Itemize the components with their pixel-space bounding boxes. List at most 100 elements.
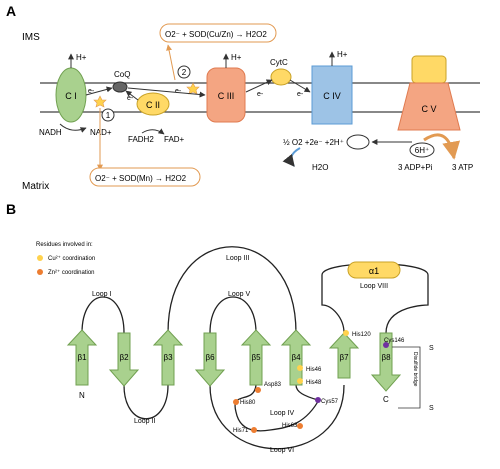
complex-4-hplus: H+ (337, 50, 348, 59)
sod-mn-box (89, 167, 201, 187)
res-his48-dot (297, 378, 303, 384)
six-h-circle (409, 142, 435, 158)
electron-cytc: e- (297, 91, 304, 98)
complex-1-hplus: H+ (76, 53, 87, 62)
res-asp83-dot (255, 387, 261, 393)
res-cys146-dot (383, 342, 389, 348)
strand-b4-label: β4 (291, 353, 301, 362)
complex-1-label: C I (65, 91, 77, 101)
water-arrow (282, 147, 301, 167)
strand-b7 (328, 332, 360, 379)
panel-b: B Residues involved in: Cu²⁺ coordinatio… (6, 201, 434, 454)
matrix-label: Matrix (22, 181, 49, 192)
complex-2-label: C II (146, 100, 160, 110)
nadh-label: NADH (39, 128, 62, 137)
atp-arrow (423, 133, 461, 160)
res-cys57: Cys57 (321, 399, 339, 405)
step-2-label: 2 (182, 68, 187, 77)
beta-strands (66, 329, 402, 392)
oxygen-reaction: ½ O2 +2e⁻ +2H⁺ (283, 138, 344, 147)
res-cys57-dot (315, 397, 321, 403)
res-his71-dot (251, 427, 257, 433)
adp-label: 3 ADP+Pi (398, 163, 433, 172)
coq-label: CoQ (114, 70, 130, 79)
atp-label: 3 ATP (452, 163, 473, 172)
strand-b3-label: β3 (163, 353, 173, 362)
disulfide-s2: S (429, 405, 434, 412)
complex-3-label: C III (218, 91, 235, 101)
loop-1-curve (81, 296, 125, 334)
loop-5-label: Loop V (228, 291, 251, 298)
electron-c2: e- (127, 95, 134, 102)
res-asp83: Asp83 (264, 382, 282, 388)
panel-a: A IMS Matrix C I H+ NADH NAD+ CoQ e- 1 C… (6, 3, 480, 192)
complex-5: C V (397, 55, 461, 131)
res-his80: His80 (240, 400, 256, 406)
residue-labels: His120 His46 His48 Cys146 Asp83 His80 Cy… (233, 332, 405, 434)
strand-b6-label: β6 (205, 353, 215, 362)
loop-1-label: Loop I (92, 291, 112, 298)
electron-c3: e- (257, 91, 264, 98)
cytc-shape (270, 68, 292, 86)
step-1-circle (101, 108, 115, 122)
strand-b7-label: β7 (339, 353, 349, 362)
c-terminus: C (383, 395, 389, 404)
complex-1: C I H+ NADH NAD+ (39, 53, 112, 137)
complex-4-shape (311, 65, 353, 125)
legend-zn: Zn²⁺ coordination (48, 269, 95, 276)
loop-4-label: Loop IV (270, 410, 294, 417)
loop-4-curve (234, 384, 321, 432)
six-h-label: 6H⁺ (415, 146, 429, 155)
panel-b-label: B (6, 201, 16, 217)
res-his48: His48 (306, 380, 322, 386)
complex-3: C III H+ (206, 53, 246, 123)
strand-b4 (280, 329, 312, 386)
res-cys146: Cys146 (384, 338, 405, 344)
strand-labels: β1 β2 β3 β6 β5 β4 β7 β8 (77, 353, 391, 362)
h2o-label: H2O (312, 163, 328, 172)
sod-cuzn-label: O2⁻ + SOD(Cu/Zn) → H2O2 (165, 30, 267, 39)
res-his71: His71 (233, 428, 249, 434)
loop-3-label: Loop III (226, 255, 249, 262)
res-his63-dot (297, 423, 303, 429)
sod-mn-label: O2⁻ + SOD(Mn) → H2O2 (95, 174, 187, 183)
loop-5-curve (209, 296, 257, 334)
step-2-circle (177, 65, 191, 79)
two-h-circle (346, 134, 370, 150)
legend-cu-dot (37, 255, 43, 261)
electron-c1: e- (88, 88, 95, 95)
panel-a-label: A (6, 3, 16, 19)
legend-cu: Cu²⁺ coordination (48, 255, 95, 262)
res-his120: His120 (352, 332, 371, 338)
electron-coq: e- (175, 88, 182, 95)
loop-6-label: Loop VI (270, 447, 294, 454)
strand-b2-label: β2 (119, 353, 129, 362)
complex-5-head (411, 55, 447, 84)
ros-spark-icon (93, 95, 107, 108)
disulfide-s1: S (429, 345, 434, 352)
strand-b8-label: β8 (381, 353, 391, 362)
loop-4b-curve (295, 384, 319, 401)
strand-b5 (240, 329, 272, 386)
complex-4-label: C IV (323, 91, 341, 101)
complex-2-shape (136, 92, 170, 116)
step-1-label: 1 (106, 111, 111, 120)
fadh2-label: FADH2 (128, 135, 154, 144)
ros-spark-2-icon (186, 82, 200, 95)
strand-b5-label: β5 (251, 353, 261, 362)
sod-cuzn-box (159, 23, 277, 43)
fadplus-label: FAD+ (164, 135, 185, 144)
strand-b3 (152, 329, 184, 386)
legend-title: Residues involved in: (36, 242, 93, 248)
res-his63: His63 (282, 423, 298, 429)
loop-6-curve (209, 384, 345, 450)
strand-b8 (370, 332, 402, 392)
strand-b2 (108, 332, 140, 387)
cytc-label: CytC (270, 58, 288, 67)
res-his120-dot (343, 330, 349, 336)
nadplus-label: NAD+ (90, 128, 112, 137)
loop-3-curve (167, 246, 297, 334)
complex-4: C IV H+ (311, 50, 353, 125)
strand-b6 (194, 332, 226, 387)
